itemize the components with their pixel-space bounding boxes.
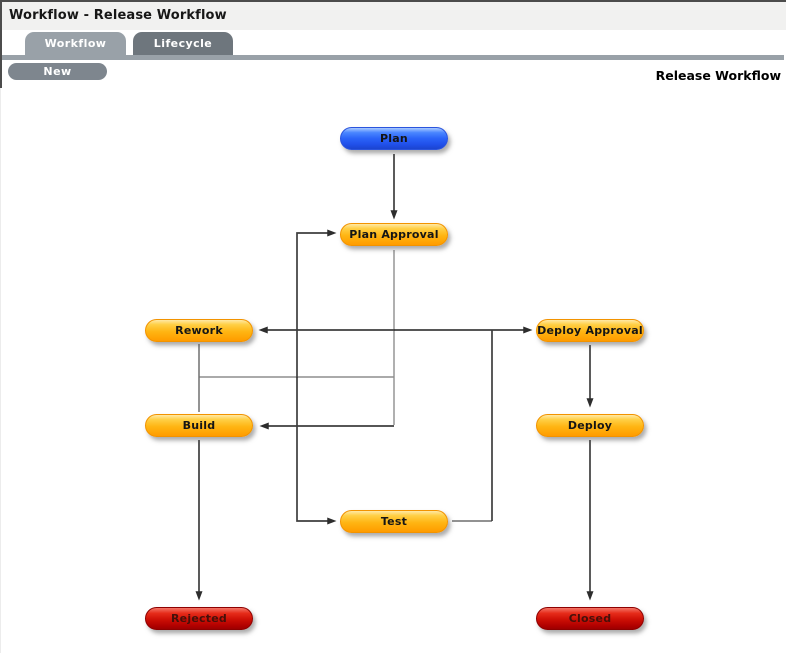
new-button[interactable]: New [8, 63, 107, 80]
page-title: Workflow - Release Workflow [9, 8, 227, 23]
node-plan-approval[interactable]: Plan Approval [340, 223, 448, 246]
left-edge-dark [0, 0, 2, 88]
node-rework[interactable]: Rework [145, 319, 253, 342]
connector-trunk-to-plan-approval [296, 229, 337, 378]
node-deploy[interactable]: Deploy [536, 414, 644, 437]
connector-layer [195, 154, 594, 601]
node-plan[interactable]: Plan [340, 127, 448, 150]
node-rejected[interactable]: Rejected [145, 607, 253, 630]
tab-lifecycle[interactable]: Lifecycle [133, 32, 233, 55]
tab-underline [2, 55, 784, 60]
title-bar: Workflow - Release Workflow [0, 2, 786, 30]
workflow-name-label: Release Workflow [655, 68, 781, 83]
node-closed[interactable]: Closed [536, 607, 644, 630]
left-edge-light [0, 88, 1, 653]
tab-workflow[interactable]: Workflow [25, 32, 126, 55]
connector-trunk-to-test [296, 377, 337, 525]
node-deploy-approval[interactable]: Deploy Approval [536, 319, 644, 342]
node-build[interactable]: Build [145, 414, 253, 437]
node-test[interactable]: Test [340, 510, 448, 533]
